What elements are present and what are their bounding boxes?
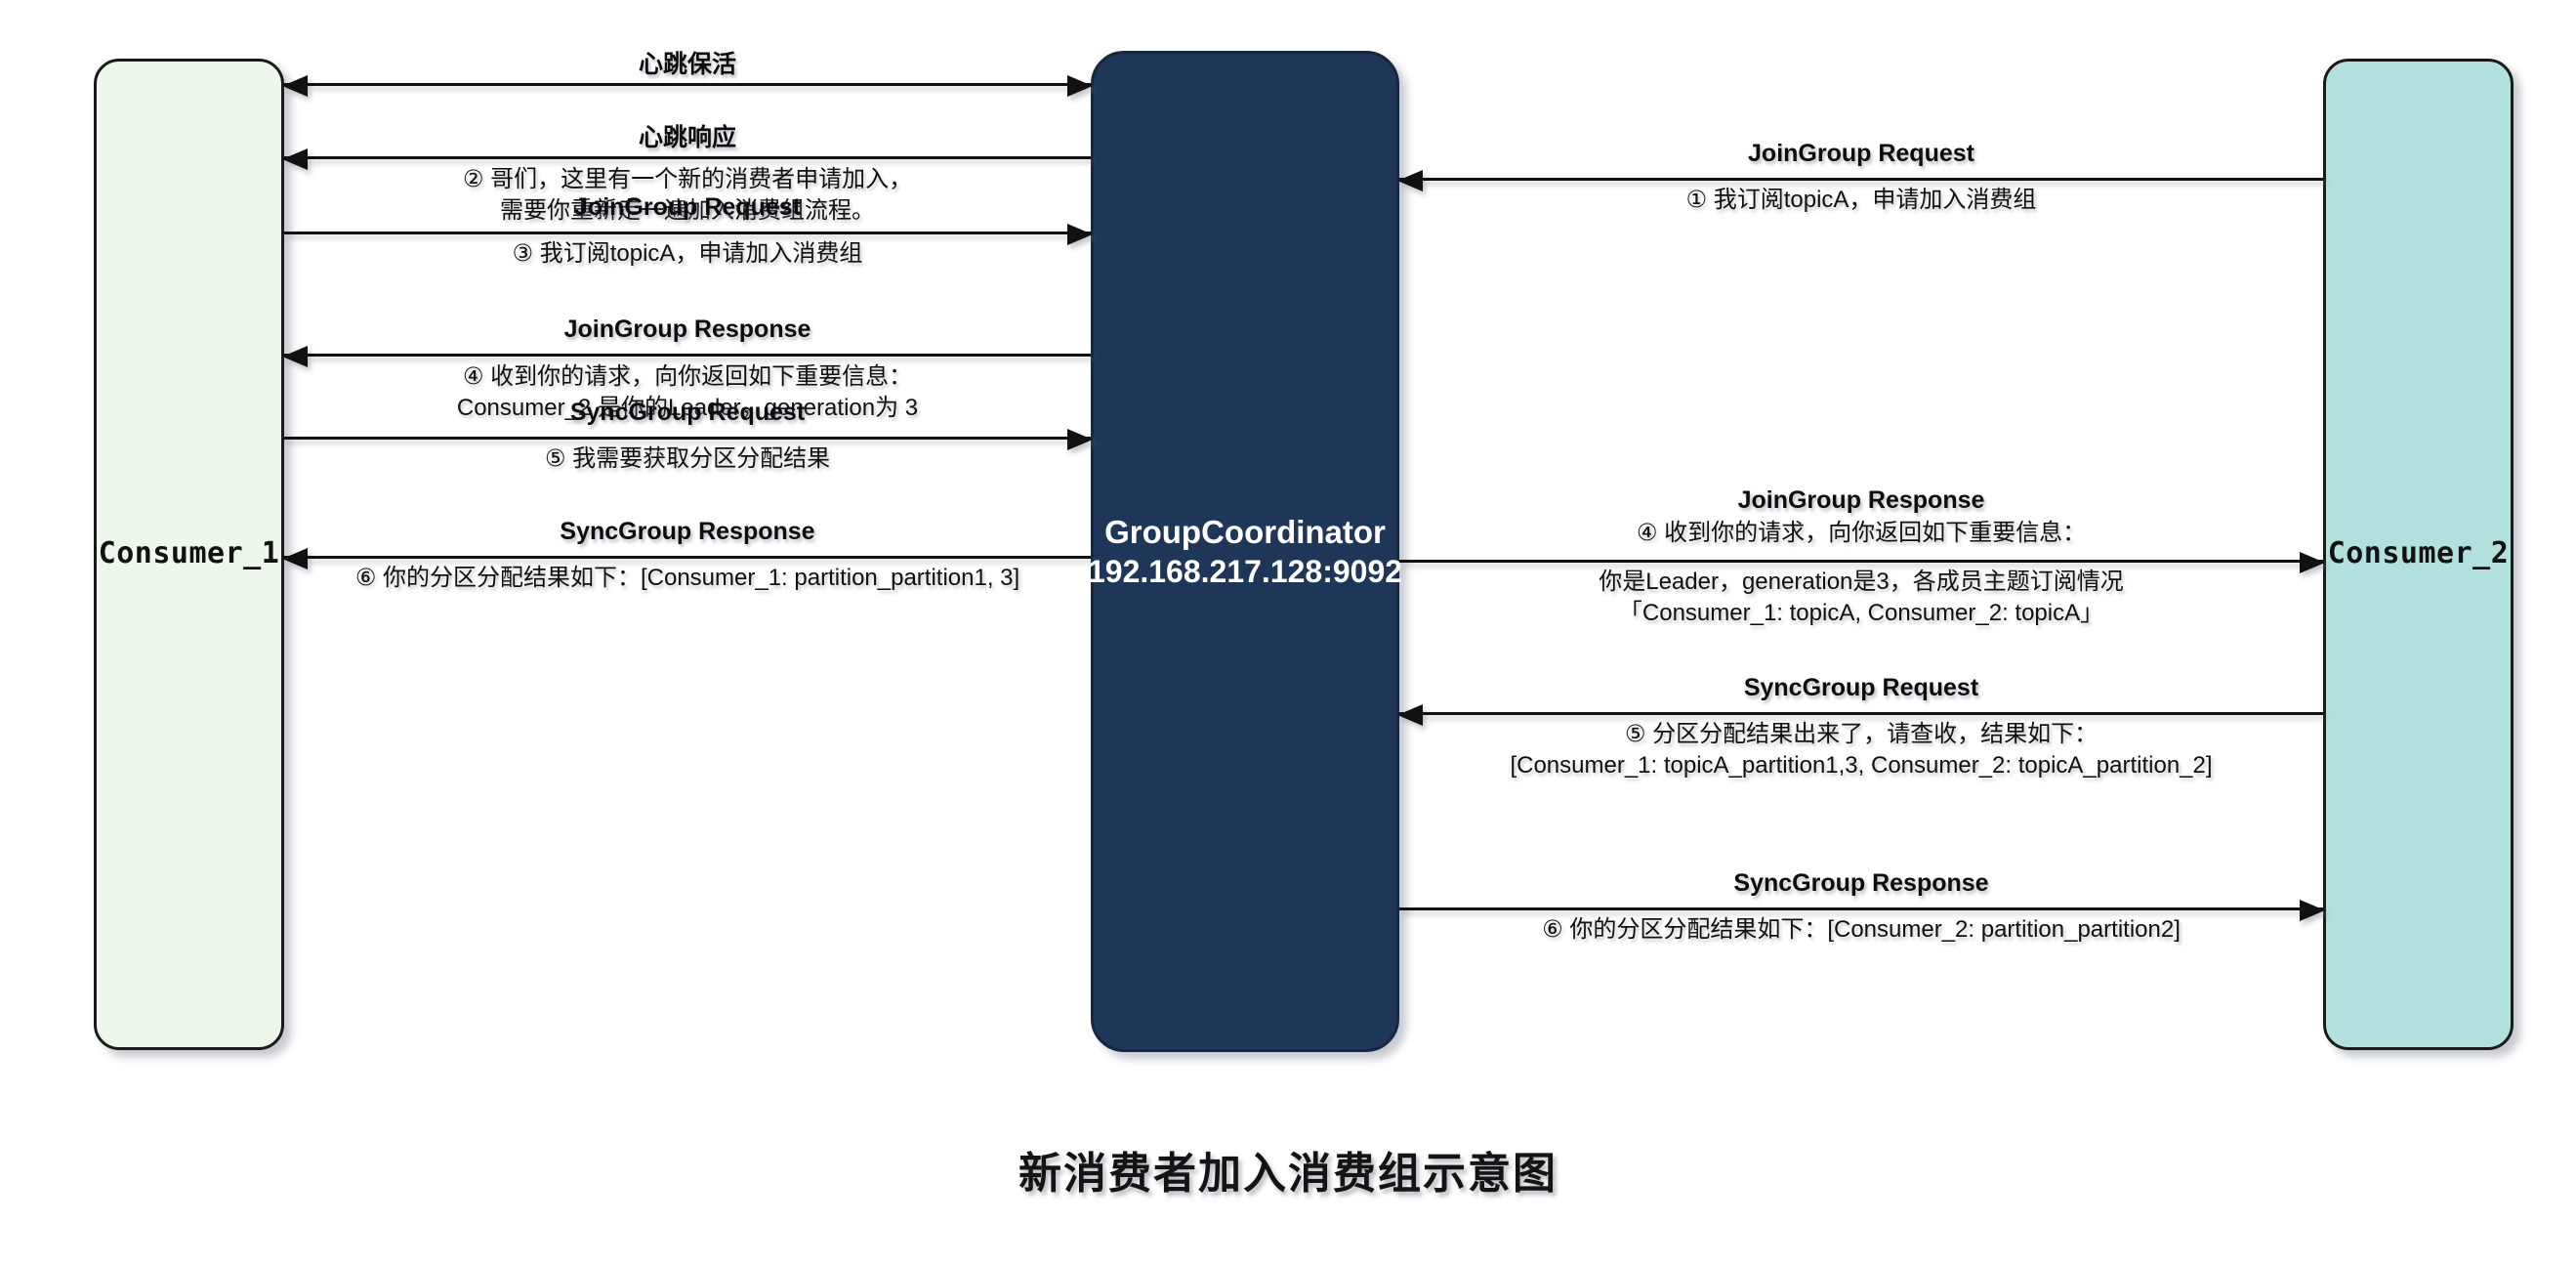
message-syncgroup-response-consumer2-line (1399, 900, 2325, 921)
message-heartbeat-keepalive[interactable]: 心跳保活 (282, 24, 1093, 97)
message-syncgroup-response-consumer2[interactable]: SyncGroup Response ⑥ 你的分区分配结果如下：[Consume… (1399, 852, 2325, 959)
actor-consumer-1[interactable]: Consumer_1 (94, 59, 284, 1050)
coordinator-name-label: GroupCoordinator (1104, 513, 1386, 550)
actor-consumer-2-label: Consumer_2 (2327, 536, 2510, 571)
arrow-head-right-icon (1067, 224, 1093, 245)
message-syncgroup-request-consumer2-line (1397, 704, 2323, 726)
arrow-head-right-icon (1067, 75, 1093, 97)
message-joingroup-response-consumer2[interactable]: JoinGroup Response ④ 收到你的请求，向你返回如下重要信息： … (1399, 486, 2325, 653)
message-body-line: ② 哥们，这里有一个新的消费者申请加入， (462, 166, 913, 192)
coordinator-address-label: 192.168.217.128:9092 (1087, 554, 1403, 590)
message-syncgroup-response-consumer1-line (282, 548, 1091, 569)
message-syncgroup-response-consumer1-body: ⑥ 你的分区分配结果如下：[Consumer_1: partition_part… (284, 563, 1091, 594)
message-syncgroup-request-consumer2[interactable]: SyncGroup Request ⑤ 分区分配结果出来了，请查收，结果如下： … (1397, 656, 2323, 793)
message-body-line: 你是Leader，generation是3，各成员主题订阅情况 (1599, 569, 2124, 595)
arrow-head-left-icon (1397, 170, 1423, 191)
arrow-head-left-icon (1397, 704, 1423, 726)
message-body-line: ⑤ 我需要获取分区分配结果 (544, 445, 831, 472)
message-body-line: ⑥ 你的分区分配结果如下：[Consumer_2: partition_part… (1542, 916, 2181, 943)
message-body-line: ⑤ 分区分配结果出来了，请查收，结果如下： (1624, 721, 2098, 747)
message-heartbeat-response-body: ② 哥们，这里有一个新的消费者申请加入， 需要你重新走一遍加入消费组流程。 (284, 164, 1091, 226)
message-joingroup-response-consumer1-body: ④ 收到你的请求，向你返回如下重要信息： Consumer_2 是你的Leade… (284, 361, 1091, 423)
message-joingroup-request-consumer1[interactable]: JoinGroup Request ③ 我订阅topicA，申请加入消费组 (284, 176, 1093, 274)
message-joingroup-request-consumer1-line (284, 224, 1093, 245)
message-heartbeat-keepalive-line (282, 75, 1093, 97)
arrow-head-left-icon (282, 346, 308, 367)
message-syncgroup-request-consumer2-body: ⑤ 分区分配结果出来了，请查收，结果如下： [Consumer_1: topic… (1399, 719, 2323, 780)
message-joingroup-request-consumer1-body: ③ 我订阅topicA，申请加入消费组 (284, 238, 1091, 270)
actor-consumer-1-label: Consumer_1 (98, 536, 280, 571)
message-syncgroup-request-consumer1-body: ⑤ 我需要获取分区分配结果 (284, 443, 1091, 475)
message-syncgroup-request-consumer1[interactable]: SyncGroup Request ⑤ 我需要获取分区分配结果 (284, 381, 1093, 488)
message-body-line: ④ 收到你的请求，向你返回如下重要信息： (1636, 520, 2087, 546)
message-heartbeat-response[interactable]: 心跳响应 ② 哥们，这里有一个新的消费者申请加入， 需要你重新走一遍加入消费组流… (282, 98, 1091, 224)
message-joingroup-response-consumer1-title: JoinGroup Response (563, 316, 811, 343)
message-joingroup-request-consumer2-title: JoinGroup Request (1748, 140, 1974, 167)
message-joingroup-request-consumer2-body: ① 我订阅topicA，申请加入消费组 (1399, 185, 2323, 216)
actor-consumer-2[interactable]: Consumer_2 (2323, 59, 2514, 1050)
diagram-title: 新消费者加入消费组示意图 (1018, 1150, 1558, 1198)
message-body-line: 「Consumer_1: topicA, Consumer_2: topicA」 (1618, 599, 2104, 626)
message-joingroup-response-consumer2-body: 你是Leader，generation是3，各成员主题订阅情况 「Consume… (1399, 567, 2323, 628)
message-body-line: Consumer_2 是你的Leader，generation为 3 (456, 394, 919, 421)
message-joingroup-request-consumer1-title: JoinGroup Request (574, 193, 801, 221)
message-joingroup-response-consumer1-line (282, 346, 1091, 367)
message-joingroup-request-consumer2-line (1397, 170, 2323, 191)
message-joingroup-request-consumer2[interactable]: JoinGroup Request ① 我订阅topicA，申请加入消费组 (1397, 122, 2323, 230)
message-body-line: ③ 我订阅topicA，申请加入消费组 (512, 240, 863, 267)
message-joingroup-response-consumer2-title: JoinGroup Response (1737, 486, 1985, 514)
arrow-head-left-icon (282, 75, 308, 97)
arrow-head-right-icon (2300, 552, 2325, 573)
message-syncgroup-response-consumer2-body: ⑥ 你的分区分配结果如下：[Consumer_2: partition_part… (1399, 914, 2323, 946)
message-body-line: 需要你重新走一遍加入消费组流程。 (500, 196, 875, 224)
message-joingroup-response-consumer2-body-top: ④ 收到你的请求，向你返回如下重要信息： (1399, 518, 2323, 549)
message-syncgroup-request-consumer1-line (284, 429, 1093, 450)
arrow-head-left-icon (282, 548, 308, 569)
message-joingroup-response-consumer1[interactable]: JoinGroup Response ④ 收到你的请求，向你返回如下重要信息： … (282, 298, 1091, 435)
message-heartbeat-response-line (282, 148, 1091, 170)
message-syncgroup-request-consumer2-title: SyncGroup Request (1743, 674, 1979, 701)
message-syncgroup-response-consumer1[interactable]: SyncGroup Response ⑥ 你的分区分配结果如下：[Consume… (282, 500, 1091, 608)
arrow-head-left-icon (282, 148, 308, 170)
message-heartbeat-response-title: 心跳响应 (638, 124, 736, 151)
arrow-head-right-icon (2300, 900, 2325, 921)
actor-group-coordinator[interactable]: GroupCoordinator 192.168.217.128:9092 (1087, 51, 1403, 1052)
message-body-line: [Consumer_1: topicA_partition1,3, Consum… (1510, 751, 2213, 779)
message-syncgroup-request-consumer1-title: SyncGroup Request (569, 399, 806, 426)
message-syncgroup-response-consumer2-title: SyncGroup Response (1733, 869, 1989, 897)
arrow-head-right-icon (1067, 429, 1093, 450)
message-body-line: ⑥ 你的分区分配结果如下：[Consumer_1: partition_part… (354, 565, 1020, 591)
message-body-line: ④ 收到你的请求，向你返回如下重要信息： (462, 363, 913, 390)
message-syncgroup-response-consumer1-title: SyncGroup Response (560, 518, 815, 545)
message-joingroup-response-consumer2-line (1399, 552, 2325, 573)
message-heartbeat-keepalive-title: 心跳保活 (638, 51, 736, 78)
message-body-line: ① 我订阅topicA，申请加入消费组 (1685, 187, 2037, 213)
